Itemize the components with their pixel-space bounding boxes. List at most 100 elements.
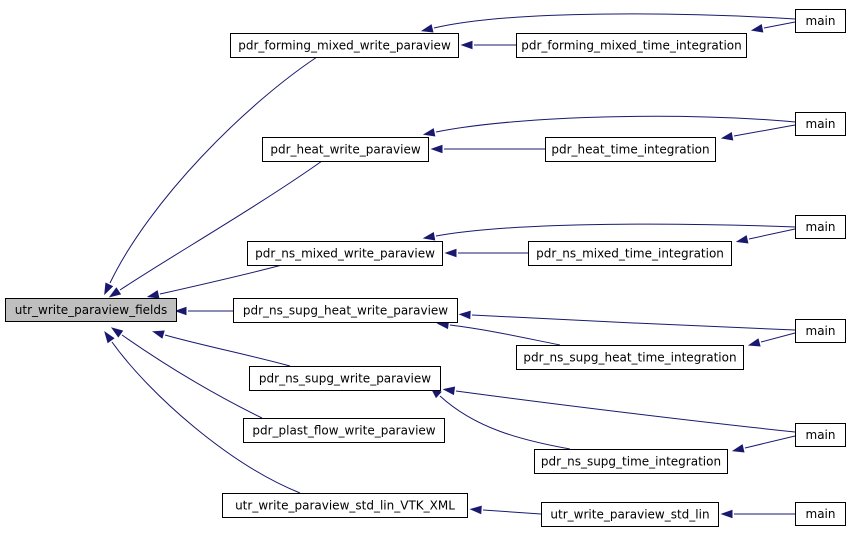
edge-line [449,324,561,346]
node-n-vtk-xml[interactable]: utr_write_paraview_std_lin_VTK_XML [222,493,468,518]
node-label: utr_write_paraview_std_lin_VTK_XML [235,499,455,513]
node-n-ns-mixed-time[interactable]: pdr_ns_mixed_time_integration [528,241,732,266]
node-label: main [806,220,836,234]
node-label: pdr_ns_supg_heat_time_integration [523,351,736,365]
node-label: pdr_heat_write_paraview [270,143,420,157]
edge-n_main1-to-n_forming_time [750,21,796,33]
edge-n_vtk_xml-to-root [104,331,301,494]
node-n-supg-write[interactable]: pdr_ns_supg_write_paraview [249,366,441,391]
node-box[interactable] [262,137,429,162]
arrow-head [104,282,114,296]
node-n-main3[interactable]: main [795,215,846,239]
node-box[interactable] [516,345,744,370]
edge-n_main3-to-n_ns_mixed_time [735,228,796,244]
node-n-supg-heat-write[interactable]: pdr_ns_supg_heat_write_paraview [233,298,458,323]
node-label: pdr_forming_mixed_write_paraview [238,39,451,53]
edge-n_main5-to-n_supg_write [442,386,796,433]
edge-line [164,334,291,367]
edge-line [744,435,796,449]
node-label: main [806,507,836,521]
edge-n_main2-to-n_heat_time [720,124,796,141]
node-n-std-lin[interactable]: utr_write_paraview_std_lin [541,502,719,527]
arrow-head [444,248,457,258]
node-n-main4[interactable]: main [795,319,846,343]
node-box[interactable] [795,423,846,447]
arrow-head [174,306,187,316]
node-n-main1[interactable]: main [795,9,846,33]
arrow-head [152,330,165,339]
node-box[interactable] [534,449,728,474]
node-label: main [806,428,836,442]
node-box[interactable] [795,215,846,239]
arrow-head [430,144,443,154]
edge-line [109,56,318,284]
edge-n_main4-to-n_supg_heat_time [747,332,796,347]
node-label: pdr_ns_supg_time_integration [541,455,721,469]
arrow-head [104,331,115,344]
edge-n_plast_write-to-root [110,327,263,419]
node-n-main6[interactable]: main [795,502,846,526]
node-label: pdr_plast_flow_write_paraview [252,424,435,438]
node-n-plast-write[interactable]: pdr_plast_flow_write_paraview [243,418,445,443]
edge-n_heat_write-to-root [108,160,323,298]
node-box[interactable] [795,502,846,526]
node-n-ns-mixed-write[interactable]: pdr_ns_mixed_write_paraview [247,241,443,266]
node-box[interactable] [795,112,846,136]
edge-n_main1-to-n_forming_write [420,13,796,33]
arrow-head [146,290,160,299]
node-root[interactable]: utr_write_paraview_fields [5,298,177,322]
edge-line [471,314,796,331]
edge-n_supg_write-to-root [152,330,291,367]
node-box[interactable] [230,33,459,58]
node-n-heat-time[interactable]: pdr_heat_time_integration [545,137,716,162]
node-box[interactable] [545,137,716,162]
edge-n_main4-to-n_supg_heat_write [458,310,796,331]
edge-line [760,332,796,343]
node-box[interactable] [516,33,747,58]
edge-line [763,21,796,29]
node-box[interactable] [541,502,719,527]
arrow-head [422,232,436,241]
node-box[interactable] [247,241,443,266]
node-label: main [806,117,836,131]
edge-n_supg_heat_write-to-root [174,306,233,316]
edge-n_main3-to-n_ns_mixed_write [422,223,796,241]
edge-n_heat_time-to-n_heat_write [430,144,545,154]
edge-line [733,124,796,137]
arrow-head [747,338,761,347]
edge-line [111,341,301,494]
node-n-heat-write[interactable]: pdr_heat_write_paraview [262,137,429,162]
node-box[interactable] [528,241,732,266]
node-box[interactable] [795,9,846,33]
arrow-head [469,505,482,515]
node-n-supg-time[interactable]: pdr_ns_supg_time_integration [534,449,728,474]
node-label: utr_write_paraview_std_lin [550,508,709,522]
edge-line [119,160,323,291]
node-n-main2[interactable]: main [795,112,846,136]
node-n-supg-heat-time[interactable]: pdr_ns_supg_heat_time_integration [516,345,744,370]
node-box[interactable] [5,298,177,322]
node-n-forming-write[interactable]: pdr_forming_mixed_write_paraview [230,33,459,58]
edge-n_main6-to-n_std_lin [720,509,795,519]
node-box[interactable] [243,418,445,443]
arrow-head [735,235,749,244]
node-box[interactable] [233,298,458,323]
edge-n_ns_mixed_time-to-n_ns_mixed_write [444,248,528,258]
node-label: pdr_forming_mixed_time_integration [521,39,742,53]
edge-n_main2-to-n_heat_write [422,115,796,137]
node-label: pdr_ns_mixed_write_paraview [255,247,435,261]
edge-line [159,264,283,295]
node-box[interactable] [249,366,441,391]
node-n-forming-time[interactable]: pdr_forming_mixed_time_integration [516,33,747,58]
arrow-head [460,40,473,50]
node-box[interactable] [222,493,468,518]
edge-n_ns_mixed_write-to-root [146,264,283,299]
edges-layer [104,13,796,519]
node-n-main5[interactable]: main [795,423,846,447]
edge-n_forming_time-to-n_forming_write [460,40,516,50]
arrow-head [422,128,436,137]
edge-line [121,334,263,419]
node-box[interactable] [795,319,846,343]
arrow-head [458,310,471,320]
edge-line [482,509,542,515]
